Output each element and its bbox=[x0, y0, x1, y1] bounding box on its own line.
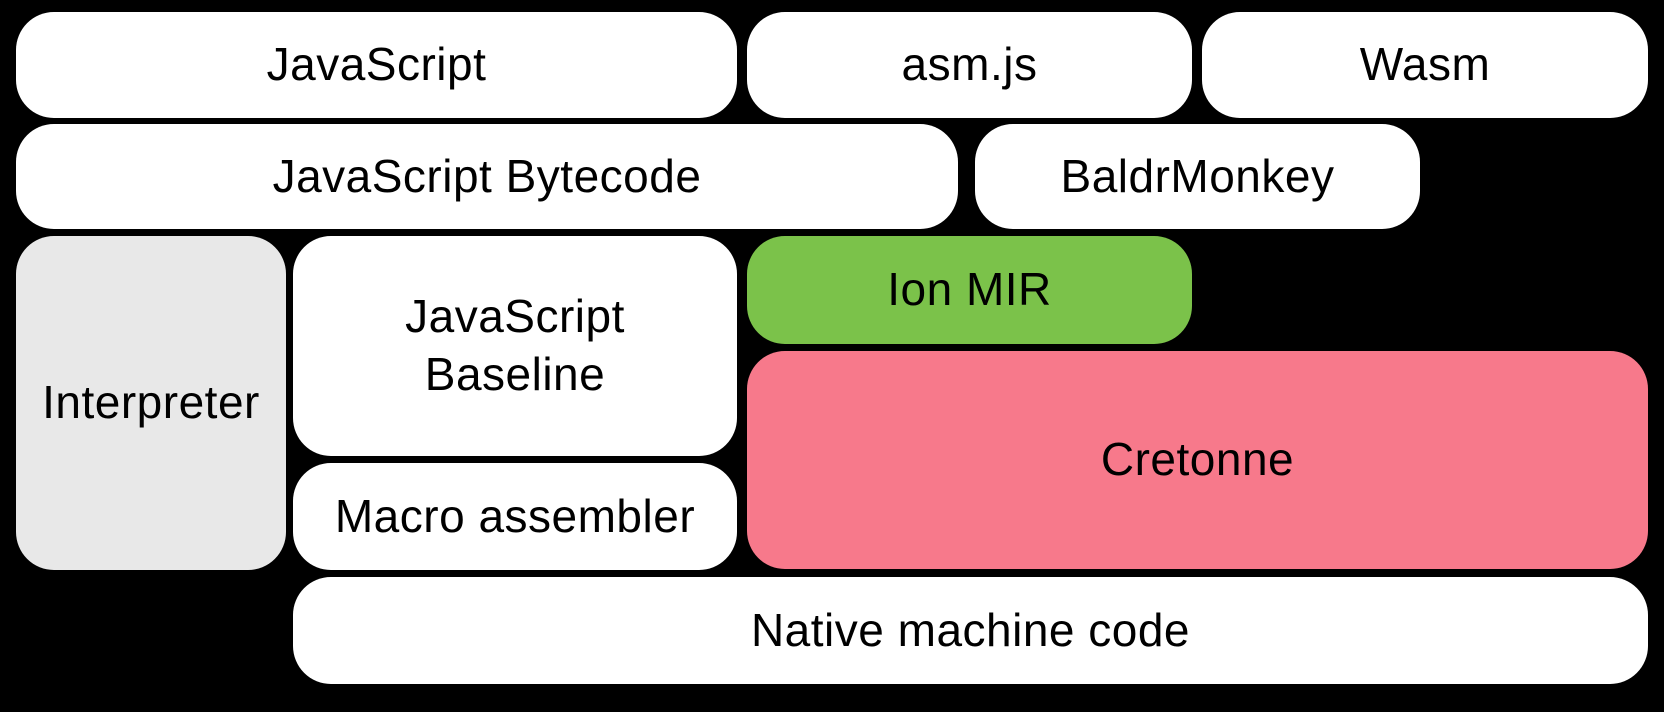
node-macro-assembler: Macro assembler bbox=[293, 463, 737, 570]
node-javascript-bytecode: JavaScript Bytecode bbox=[16, 124, 958, 229]
node-wasm: Wasm bbox=[1202, 12, 1648, 118]
node-ion-mir: Ion MIR bbox=[747, 236, 1192, 344]
node-baldrmonkey: BaldrMonkey bbox=[975, 124, 1420, 229]
node-javascript: JavaScript bbox=[16, 12, 737, 118]
node-cretonne: Cretonne bbox=[747, 351, 1648, 569]
node-asm-js: asm.js bbox=[747, 12, 1192, 118]
node-javascript-baseline: JavaScript Baseline bbox=[293, 236, 737, 456]
node-native-machine-code: Native machine code bbox=[293, 577, 1648, 684]
node-interpreter: Interpreter bbox=[16, 236, 286, 570]
